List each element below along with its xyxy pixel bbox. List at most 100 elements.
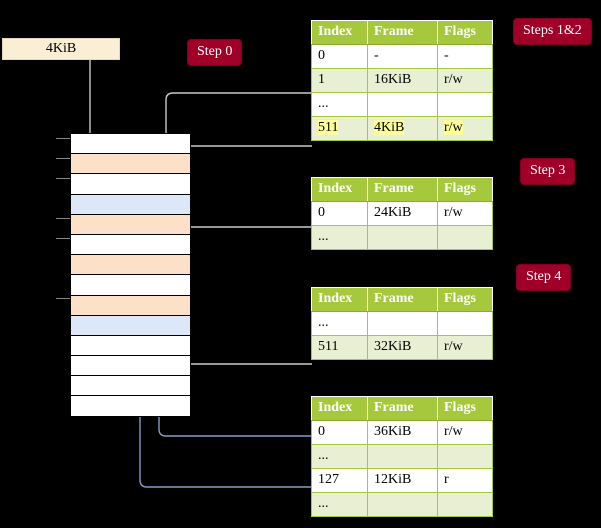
table-cell: 32KiB [367, 335, 438, 360]
cell-index: ... [318, 315, 329, 330]
table-cell: r/w [437, 420, 493, 445]
source-frame-label: 4KiB [45, 41, 77, 56]
cell-index: 0 [318, 205, 325, 220]
table-row[interactable]: ... [311, 92, 493, 117]
table-cell: 1 [311, 68, 368, 93]
table-cell: ... [311, 225, 368, 250]
badge-steps-1-and-2: Steps 1&2 [514, 19, 591, 44]
cell-flags: r [444, 472, 449, 487]
cell-flags: r/w [444, 339, 463, 354]
memory-frame-row [71, 314, 190, 335]
cell-frame: 24KiB [374, 205, 412, 220]
table-cell [437, 492, 493, 517]
table-cell: 0 [311, 420, 368, 445]
memory-frame-row [71, 395, 190, 416]
cell-flags: r/w [444, 205, 463, 220]
table-cell: 511 [311, 335, 368, 360]
table-cell: r/w [437, 116, 493, 141]
table-cell [367, 311, 438, 336]
table-row[interactable]: 511 32KiB r/w [311, 335, 493, 360]
cell-index: 127 [318, 472, 339, 487]
badge-step-4: Step 4 [517, 265, 571, 290]
cell-frame: 32KiB [374, 339, 412, 354]
table-cell: r/w [437, 68, 493, 93]
table-cell [437, 444, 493, 469]
table-cell: 4KiB [367, 116, 438, 141]
table-cell: - [437, 44, 493, 69]
table-cell: r [437, 468, 493, 493]
table-cell [367, 225, 438, 250]
cell-frame: 36KiB [374, 424, 412, 439]
table-row[interactable]: ... [311, 311, 493, 336]
memory-frame-row [71, 133, 190, 154]
table-cell: ... [311, 311, 368, 336]
column-header-flags: Flags [437, 396, 493, 421]
source-frame-box: 4KiB [2, 38, 120, 60]
cell-frame: - [374, 48, 379, 63]
table-cell: ... [311, 444, 368, 469]
badge-step-0: Step 0 [188, 40, 242, 65]
table-row[interactable]: ... [311, 492, 493, 517]
table-cell: 12KiB [367, 468, 438, 493]
cell-index: 0 [318, 48, 325, 63]
cell-index: 0 [318, 424, 325, 439]
table-cell: 511 [311, 116, 368, 141]
memory-frame-row [71, 173, 190, 194]
badge-step-3: Step 3 [521, 159, 575, 184]
table-row[interactable]: ... [311, 444, 493, 469]
memory-frame-row [71, 334, 190, 356]
table-cell: ... [311, 492, 368, 517]
cell-index: ... [318, 229, 329, 244]
table-row[interactable]: 127 12KiB r [311, 468, 493, 493]
column-header-flags: Flags [437, 287, 493, 312]
memory-tick-mark [56, 238, 70, 239]
memory-frame-row [71, 213, 190, 234]
memory-frame-row [71, 274, 190, 295]
table-cell: 0 [311, 201, 368, 226]
column-header-frame: Frame [367, 287, 438, 312]
memory-frame-row [71, 294, 190, 315]
memory-tick-mark [56, 218, 70, 219]
cell-flags: r/w [444, 424, 463, 439]
table-cell: 0 [311, 44, 368, 69]
cell-frame: 4KiB [374, 120, 405, 135]
column-header-frame: Frame [367, 177, 438, 202]
column-header-flags: Flags [437, 20, 493, 45]
table-row[interactable]: 0 24KiB r/w [311, 201, 493, 226]
memory-frame-row [71, 233, 190, 255]
cell-index: 1 [318, 72, 325, 87]
table-row[interactable]: 0 - - [311, 44, 493, 69]
memory-tick-mark [56, 178, 70, 179]
memory-frame-row [71, 375, 190, 396]
cell-index: ... [318, 96, 329, 111]
column-header-frame: Frame [367, 396, 438, 421]
table-cell: r/w [437, 201, 493, 226]
memory-tick-mark [56, 298, 70, 299]
cell-index: ... [318, 448, 329, 463]
column-header-flags: Flags [437, 177, 493, 202]
table-cell [367, 492, 438, 517]
column-header-index: Index [311, 396, 368, 421]
table-cell: 36KiB [367, 420, 438, 445]
table-cell: 24KiB [367, 201, 438, 226]
column-header-index: Index [311, 20, 368, 45]
physical-memory-frames [70, 133, 191, 417]
table-cell [367, 444, 438, 469]
table-cell [437, 92, 493, 117]
cell-flags: r/w [444, 120, 463, 135]
memory-frame-row [71, 355, 190, 376]
table-row[interactable]: ... [311, 225, 493, 250]
table-cell [437, 311, 493, 336]
cell-index: 511 [318, 339, 339, 354]
memory-tick-mark [56, 138, 70, 139]
table-row[interactable]: 0 36KiB r/w [311, 420, 493, 445]
column-header-frame: Frame [367, 20, 438, 45]
table-row[interactable]: 511 4KiB r/w [311, 116, 493, 141]
memory-tick-mark [56, 158, 70, 159]
